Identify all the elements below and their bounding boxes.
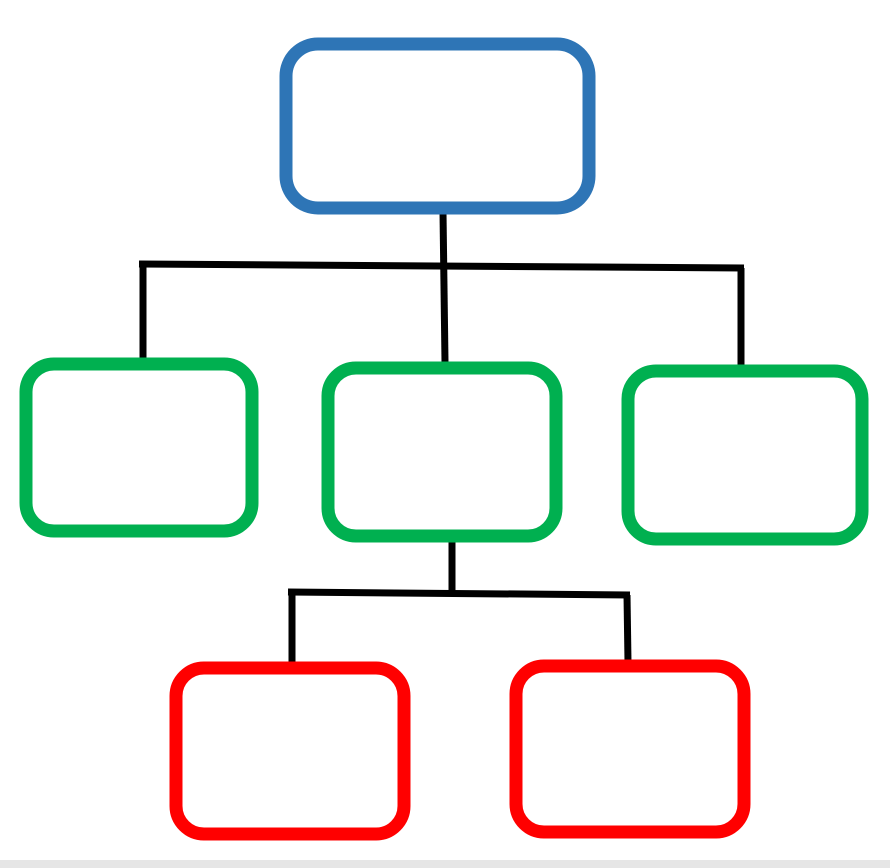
connector-level3-bus bbox=[287, 588, 631, 599]
connector-root-down bbox=[439, 211, 449, 363]
node-child-right bbox=[621, 364, 869, 546]
bottom-edge-strip bbox=[0, 860, 890, 868]
node-child-left bbox=[19, 357, 259, 538]
connector-level2-bus bbox=[138, 260, 745, 272]
node-root bbox=[279, 37, 596, 215]
node-grandchild-left bbox=[169, 661, 411, 841]
node-grandchild-right bbox=[509, 659, 751, 839]
connector-to-grandchild-right bbox=[623, 594, 632, 663]
node-child-middle bbox=[321, 361, 563, 543]
connectors bbox=[138, 211, 745, 664]
